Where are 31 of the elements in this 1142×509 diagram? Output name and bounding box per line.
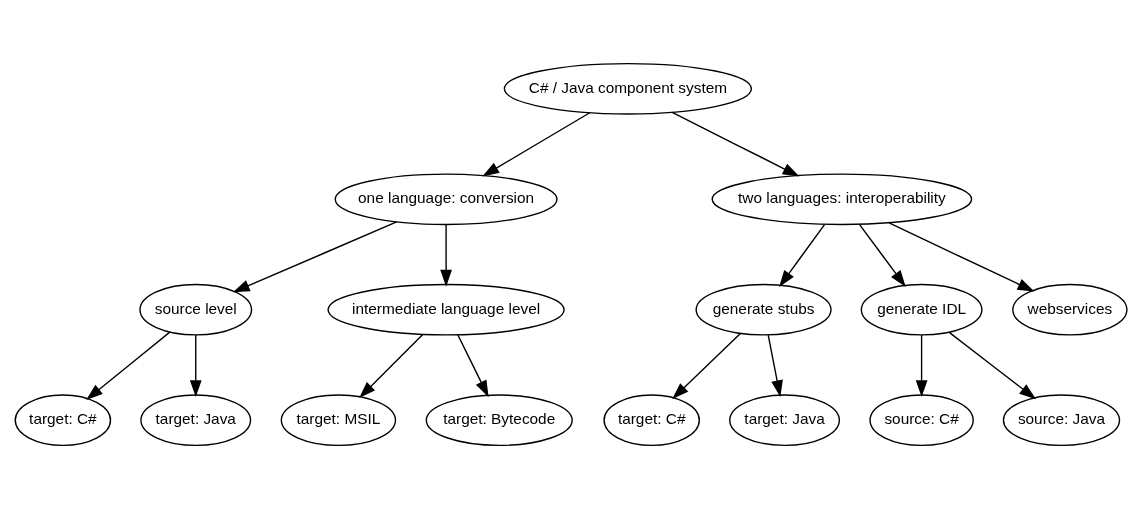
node-ellipse: source: Java <box>1002 394 1121 447</box>
node-ellipse: target: C# <box>603 394 700 447</box>
arrow <box>189 334 202 398</box>
arrow <box>948 331 1037 400</box>
node-ellipse: webservices <box>1012 283 1128 336</box>
arrow <box>482 112 591 177</box>
arrow <box>440 223 452 287</box>
node-ellipse: source: C# <box>869 394 974 447</box>
node-ellipse: target: Bytecode <box>425 394 573 447</box>
node-ellipse: source level <box>139 283 253 336</box>
arrow <box>779 223 826 287</box>
node-ellipse: one language: conversion <box>334 173 558 226</box>
node-ellipse: target: Java <box>140 394 252 447</box>
arrow <box>672 332 742 400</box>
arrow <box>359 333 424 399</box>
arrow <box>915 334 928 398</box>
node-ellipse: C# / Java component system <box>503 62 753 115</box>
node-ellipse: generate IDL <box>860 283 983 336</box>
node-ellipse: target: MSIL <box>280 394 397 447</box>
arrow <box>671 111 800 177</box>
node-ellipse: generate stubs <box>695 283 832 336</box>
arrow <box>86 331 171 401</box>
arrow <box>888 222 1035 292</box>
arrow <box>457 334 489 398</box>
arrow <box>767 334 783 398</box>
node-ellipse: two languages: interoperability <box>711 173 973 226</box>
node-ellipse: target: C# <box>14 394 112 447</box>
arrow <box>232 221 398 293</box>
arrow <box>858 223 906 287</box>
node-ellipse: target: Java <box>729 394 841 447</box>
node-ellipse: intermediate language level <box>327 283 565 336</box>
